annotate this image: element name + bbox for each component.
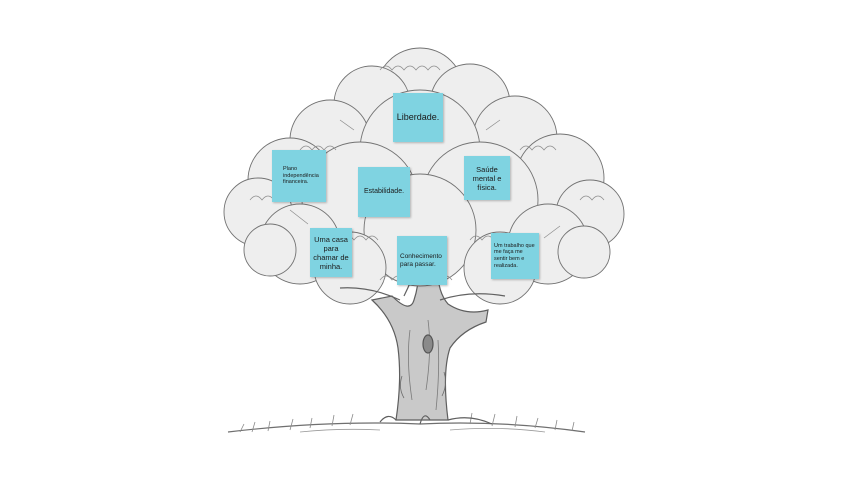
ground-grass bbox=[227, 412, 586, 433]
note-text: Liberdade. bbox=[396, 112, 440, 123]
note-text: Conhecimento para passar. bbox=[400, 252, 442, 268]
note-text: Plano independência financeira. bbox=[283, 166, 319, 186]
note-text: Um trabalho que me faça me sentir bem e … bbox=[494, 242, 535, 269]
tree-trunk bbox=[370, 261, 493, 425]
note-text: Uma casa para chamar de minha. bbox=[313, 234, 349, 271]
sticky-note-plano-independencia[interactable]: Plano independência financeira. bbox=[272, 150, 326, 202]
sticky-note-casa[interactable]: Uma casa para chamar de minha. bbox=[310, 228, 352, 277]
sticky-note-trabalho[interactable]: Um trabalho que me faça me sentir bem e … bbox=[491, 233, 539, 279]
sticky-note-estabilidade[interactable]: Estabilidade. bbox=[358, 167, 410, 217]
sticky-note-liberdade[interactable]: Liberdade. bbox=[393, 93, 443, 142]
sticky-note-conhecimento[interactable]: Conhecimento para passar. bbox=[397, 236, 447, 285]
note-text: Estabilidade. bbox=[363, 187, 405, 195]
note-text: Saúde mental e física. bbox=[472, 164, 502, 192]
sticky-note-saude[interactable]: Saúde mental e física. bbox=[464, 156, 510, 200]
